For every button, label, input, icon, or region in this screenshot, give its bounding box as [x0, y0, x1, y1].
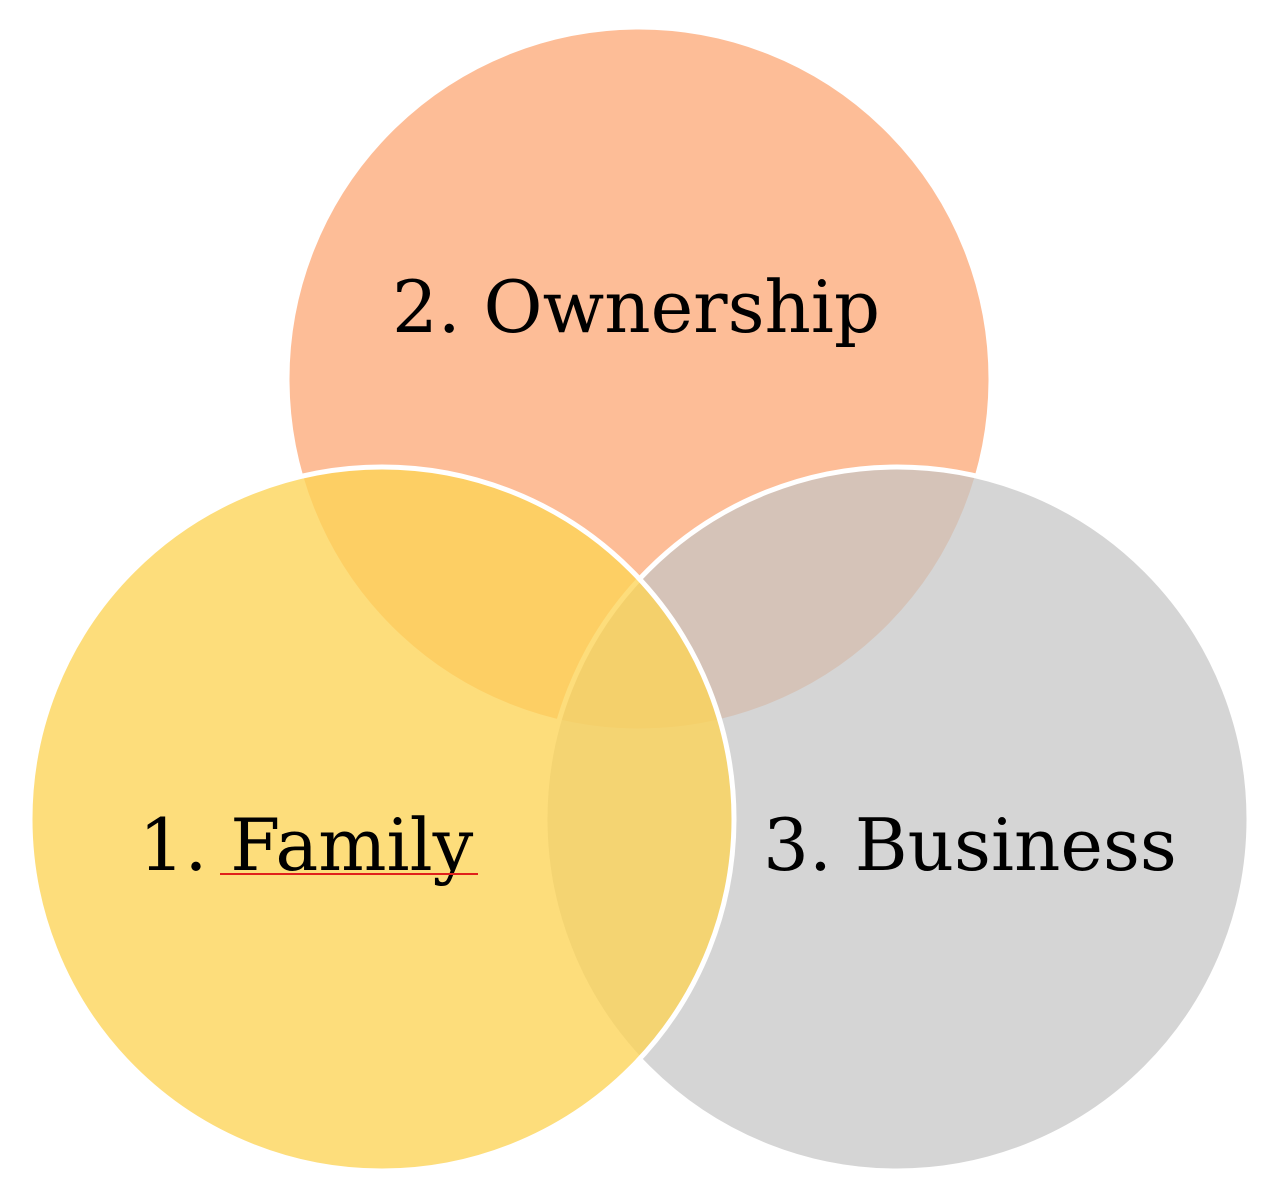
- ownership-label: 2. Ownership: [392, 265, 880, 349]
- family-circle: [27, 464, 737, 1174]
- business-label: 3. Business: [763, 803, 1177, 887]
